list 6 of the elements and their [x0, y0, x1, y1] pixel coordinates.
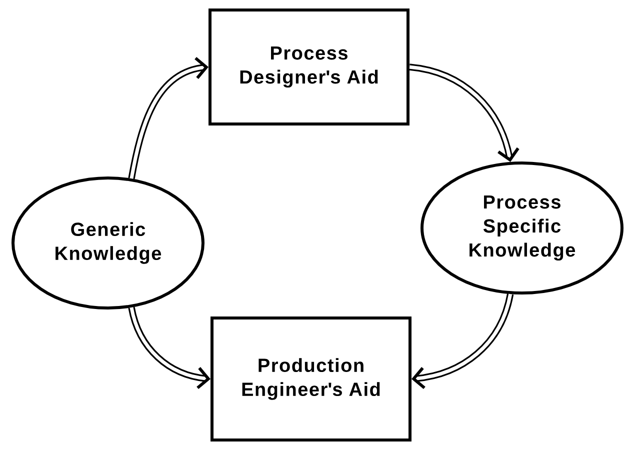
process-box: Production Engineer's Aid — [210, 316, 412, 442]
process-box: Process Designer's Aid — [208, 8, 410, 126]
arrow — [128, 306, 210, 390]
arrow — [128, 56, 208, 180]
arrow — [409, 64, 520, 162]
arrow — [412, 293, 514, 390]
